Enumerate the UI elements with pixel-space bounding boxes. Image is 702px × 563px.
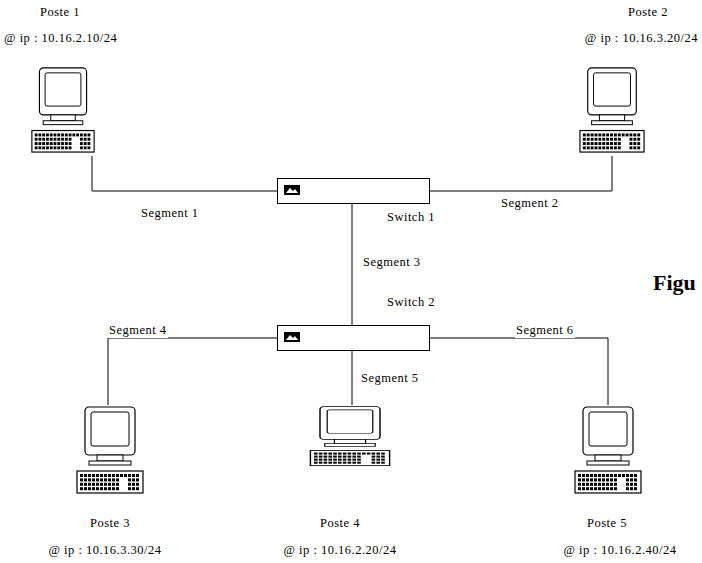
segment-label: Segment 6 [515,322,575,338]
workstation: Poste 3 @ ip : 10.16.3.30/24 [50,405,170,555]
computer-icon [75,405,145,495]
host-name: Poste 5 [586,515,628,531]
workstation: Poste 2 @ ip : 10.16.3.20/24 [560,4,700,156]
workstation: Poste 1 @ ip : 10.16.2.10/24 [0,4,135,156]
network-segment [92,156,277,191]
network-segment [352,204,353,325]
figure-caption-fragment: Figu [652,270,697,296]
segment-label: Segment 3 [362,254,422,270]
segment-label: Segment 1 [140,205,200,221]
ip-address: @ ip : 10.16.2.40/24 [562,542,677,558]
computer-icon [308,405,392,467]
network-switch: Switch 2 [277,325,430,351]
segment-label: Segment 2 [500,195,560,211]
network-segment [352,351,353,405]
switch-icon [284,185,300,195]
segment-label: Segment 5 [360,370,420,386]
host-name: Poste 3 [89,515,131,531]
workstation: Poste 5 @ ip : 10.16.2.40/24 [555,405,695,555]
network-segment [108,338,277,405]
ip-address: @ ip : 10.16.3.20/24 [584,30,699,46]
segment-label: Segment 4 [108,322,168,338]
host-name: Poste 1 [39,4,81,20]
network-switch: Switch 1 [277,178,430,204]
computer-icon [578,66,646,154]
network-segment [430,338,608,405]
switch-icon [284,332,300,342]
host-name: Poste 2 [627,4,669,20]
ip-address: @ ip : 10.16.2.10/24 [3,30,118,46]
network-segment [430,156,612,191]
ip-address: @ ip : 10.16.2.20/24 [282,542,397,558]
computer-icon [30,66,96,154]
workstation: Poste 4 @ ip : 10.16.2.20/24 [280,405,410,555]
ip-address: @ ip : 10.16.3.30/24 [47,542,162,558]
host-name: Poste 4 [319,515,361,531]
switch-label: Switch 1 [386,209,436,225]
computer-icon [573,405,643,495]
switch-label: Switch 2 [386,294,436,310]
